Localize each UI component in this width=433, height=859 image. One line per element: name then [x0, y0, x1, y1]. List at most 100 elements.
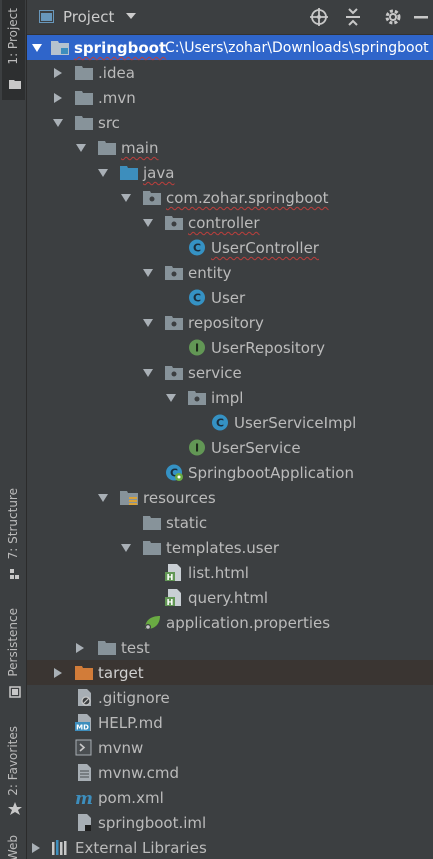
- tree-node-controller[interactable]: controller: [27, 210, 433, 235]
- tree-node-external-libraries[interactable]: External Libraries: [27, 835, 433, 859]
- package-icon: [188, 391, 206, 405]
- chevron-down-icon[interactable]: [126, 13, 136, 20]
- chevron-down-icon[interactable]: [166, 394, 176, 402]
- folder-icon: [143, 541, 161, 555]
- chevron-right-icon[interactable]: [54, 93, 62, 103]
- module-file-icon: [78, 814, 91, 831]
- chevron-down-icon[interactable]: [143, 319, 153, 327]
- tree-node-user-repository[interactable]: I UserRepository: [27, 335, 433, 360]
- tree-node-templates-user[interactable]: templates.user: [27, 535, 433, 560]
- tree-label: .gitignore: [98, 689, 170, 707]
- tree-node-mvnw-cmd[interactable]: mvnw.cmd: [27, 760, 433, 785]
- chevron-right-icon[interactable]: [32, 843, 40, 853]
- tree-label: entity: [188, 264, 232, 282]
- tree-node-list-html[interactable]: H list.html: [27, 560, 433, 585]
- project-view-title[interactable]: Project: [63, 8, 115, 26]
- tree-node-repository[interactable]: repository: [27, 310, 433, 335]
- tab-project[interactable]: 1: Project: [2, 0, 25, 100]
- tree-node-springboot-application[interactable]: C SpringbootApplication: [27, 460, 433, 485]
- tree-label: target: [98, 664, 144, 682]
- tree-node-src[interactable]: src: [27, 110, 433, 135]
- tree-node-user-service-impl[interactable]: C UserServiceImpl: [27, 410, 433, 435]
- tree-node-user[interactable]: C User: [27, 285, 433, 310]
- folder-icon: [9, 80, 21, 89]
- tree-node-idea[interactable]: .idea: [27, 60, 433, 85]
- tree-node-resources[interactable]: resources: [27, 485, 433, 510]
- source-folder-icon: [120, 166, 138, 180]
- tree-node-mvn[interactable]: .mvn: [27, 85, 433, 110]
- package-icon: [143, 191, 161, 205]
- tree-node-help-md[interactable]: MD HELP.md: [27, 710, 433, 735]
- hide-icon[interactable]: [414, 8, 428, 26]
- chevron-down-icon[interactable]: [143, 219, 153, 227]
- svg-text:I: I: [195, 442, 199, 455]
- collapse-all-icon[interactable]: [344, 8, 362, 26]
- tab-web-label: Web: [6, 835, 20, 859]
- ignore-file-icon: [78, 689, 91, 706]
- tree-node-entity[interactable]: entity: [27, 260, 433, 285]
- locate-icon[interactable]: [310, 8, 328, 26]
- project-view-icon: [39, 10, 54, 23]
- chevron-right-icon[interactable]: [54, 668, 62, 678]
- tree-node-user-service[interactable]: I UserService: [27, 435, 433, 460]
- tree-node-static[interactable]: static: [27, 510, 433, 535]
- chevron-right-icon[interactable]: [76, 643, 84, 653]
- interface-icon: I: [189, 339, 205, 356]
- project-tree: springboot C:\Users\zohar\Downloads\spri…: [27, 35, 433, 859]
- gear-icon[interactable]: [384, 8, 402, 26]
- chevron-down-icon[interactable]: [121, 194, 131, 202]
- tree-node-application-properties[interactable]: application.properties: [27, 610, 433, 635]
- star-icon: [8, 802, 22, 815]
- chevron-down-icon[interactable]: [143, 269, 153, 277]
- tree-node-service[interactable]: service: [27, 360, 433, 385]
- tree-node-target[interactable]: target: [27, 660, 433, 685]
- tree-node-impl[interactable]: impl: [27, 385, 433, 410]
- tree-node-test[interactable]: test: [27, 635, 433, 660]
- tab-persistence[interactable]: Persistence: [2, 608, 25, 703]
- folder-icon: [75, 91, 93, 105]
- text-file-icon: [78, 764, 91, 781]
- tree-node-package[interactable]: com.zohar.springboot: [27, 185, 433, 210]
- chevron-down-icon[interactable]: [143, 369, 153, 377]
- tab-web[interactable]: Web: [2, 835, 25, 859]
- tab-favorites[interactable]: 2: Favorites: [2, 726, 25, 821]
- folder-icon: [143, 516, 161, 530]
- chevron-down-icon[interactable]: [53, 119, 63, 127]
- svg-text:H: H: [167, 573, 174, 581]
- package-icon: [165, 216, 183, 230]
- chevron-down-icon[interactable]: [32, 44, 42, 52]
- tree-node-query-html[interactable]: H query.html: [27, 585, 433, 610]
- tab-project-label: 1: Project: [6, 8, 20, 65]
- tree-node-pom-xml[interactable]: m pom.xml: [27, 785, 433, 810]
- tree-label: SpringbootApplication: [188, 464, 354, 482]
- folder-icon: [75, 116, 93, 130]
- project-header: Project: [27, 0, 433, 35]
- tree-label: list.html: [188, 564, 249, 582]
- interface-icon: I: [189, 439, 205, 456]
- tree-node-main[interactable]: main: [27, 135, 433, 160]
- tree-label: User: [211, 289, 246, 307]
- tree-node-user-controller[interactable]: C UserController: [27, 235, 433, 260]
- tab-structure[interactable]: 7: Structure: [2, 488, 25, 583]
- svg-text:C: C: [193, 242, 201, 255]
- chevron-down-icon[interactable]: [76, 144, 86, 152]
- resources-folder-icon: [120, 491, 138, 505]
- tree-label: mvnw.cmd: [98, 764, 180, 782]
- tree-node-springboot[interactable]: springboot C:\Users\zohar\Downloads\spri…: [27, 35, 433, 60]
- chevron-down-icon[interactable]: [98, 169, 108, 177]
- chevron-down-icon[interactable]: [121, 544, 131, 552]
- tree-label: query.html: [188, 589, 269, 607]
- tree-label: springboot.iml: [98, 814, 207, 832]
- class-icon: C: [212, 414, 228, 431]
- tree-path: C:\Users\zohar\Downloads\springboot: [165, 40, 429, 56]
- tree-node-mvnw[interactable]: mvnw: [27, 735, 433, 760]
- tree-node-java[interactable]: java: [27, 160, 433, 185]
- tree-label: java: [143, 164, 175, 182]
- chevron-down-icon[interactable]: [98, 494, 108, 502]
- svg-text:I: I: [195, 342, 199, 355]
- tree-node-springboot-iml[interactable]: springboot.iml: [27, 810, 433, 835]
- tree-node-gitignore[interactable]: .gitignore: [27, 685, 433, 710]
- chevron-right-icon[interactable]: [54, 68, 62, 78]
- tree-label: templates.user: [166, 539, 280, 557]
- tree-label: controller: [188, 214, 260, 232]
